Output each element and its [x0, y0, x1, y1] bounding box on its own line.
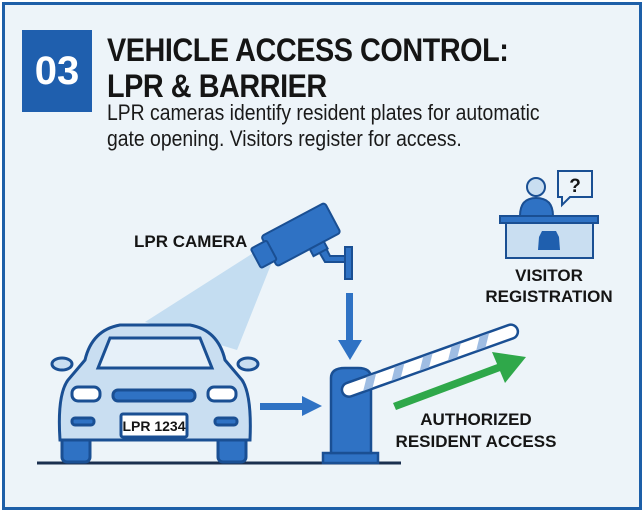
step-number-badge: 03: [22, 30, 92, 112]
arrow-right-icon: [260, 396, 322, 416]
title-line-1: VEHICLE ACCESS CONTROL:: [107, 32, 509, 68]
authorized-label-line-2: RESIDENT ACCESS: [396, 432, 557, 451]
authorized-access-arrow-icon: [393, 352, 526, 410]
barrier-gate-icon: [321, 323, 520, 465]
visitor-label-line-1: VISITOR: [515, 266, 583, 285]
arrow-down-icon: [338, 293, 362, 360]
subtitle-line-2: gate opening. Visitors register for acce…: [107, 126, 462, 151]
lpr-camera-label: LPR CAMERA: [134, 232, 247, 251]
car-icon: [50, 323, 260, 464]
license-plate-text: LPR 1234: [122, 418, 185, 434]
visitor-label-line-2: REGISTRATION: [485, 287, 612, 306]
title-line-2: LPR & BARRIER: [107, 68, 327, 104]
question-mark: ?: [569, 176, 581, 197]
subtitle-line-1: LPR cameras identify resident plates for…: [107, 100, 540, 125]
authorized-label-line-1: AUTHORIZED: [420, 410, 531, 429]
visitor-registration-desk-icon: [499, 170, 599, 259]
camera-icon: [250, 202, 353, 280]
